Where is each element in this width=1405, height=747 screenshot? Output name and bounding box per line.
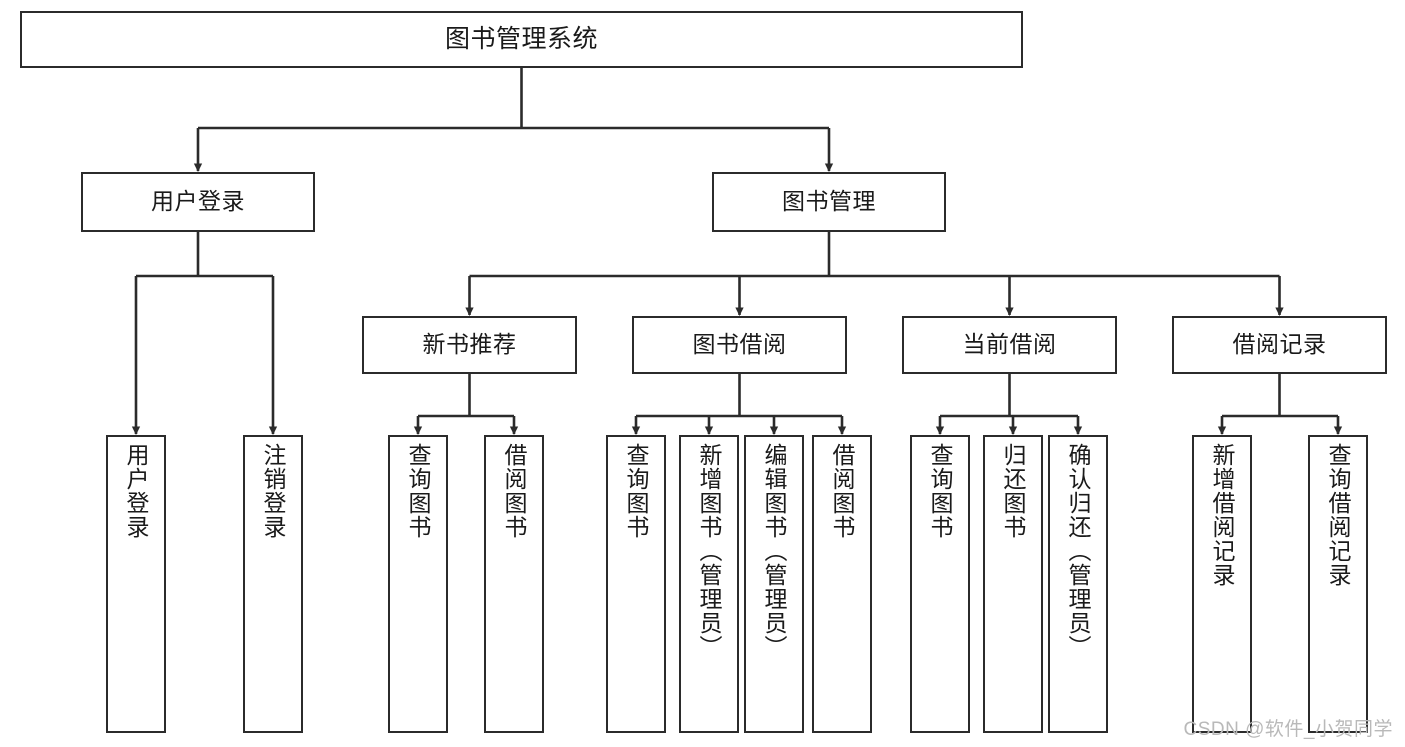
node-add-borrow-record[interactable]: 新增借阅记录 (1192, 435, 1252, 733)
node-borrow-book-2[interactable]: 借阅图书 (812, 435, 872, 733)
node-new-book-recommend[interactable]: 新书推荐 (362, 316, 577, 374)
node-add-book[interactable]: 新增图书（管理员） (679, 435, 739, 733)
node-query-borrow-record[interactable]: 查询借阅记录 (1308, 435, 1368, 733)
node-confirm-return[interactable]: 确认归还（管理员） (1048, 435, 1108, 733)
node-label-book-borrow: 图书借阅 (692, 331, 787, 358)
node-query-book-2[interactable]: 查询图书 (606, 435, 666, 733)
node-label-add-book: 新增图书（管理员） (696, 443, 723, 659)
node-borrow-record[interactable]: 借阅记录 (1172, 316, 1387, 374)
node-label-add-borrow-record: 新增借阅记录 (1209, 443, 1236, 587)
node-label-confirm-return: 确认归还（管理员） (1065, 443, 1092, 659)
node-label-borrow-record: 借阅记录 (1232, 331, 1327, 358)
node-label-logout-leaf: 注销登录 (260, 443, 287, 539)
node-borrow-book-1[interactable]: 借阅图书 (484, 435, 544, 733)
node-label-borrow-book-2: 借阅图书 (829, 443, 856, 539)
node-label-book-management: 图书管理 (782, 188, 876, 215)
node-return-book[interactable]: 归还图书 (983, 435, 1043, 733)
node-label-borrow-book-1: 借阅图书 (501, 443, 528, 539)
watermark: CSDN @软件_小贺同学 (1183, 719, 1393, 740)
node-user-login-leaf[interactable]: 用户登录 (106, 435, 166, 733)
node-label-query-book-3: 查询图书 (927, 443, 954, 539)
node-label-user-login-leaf: 用户登录 (123, 443, 150, 539)
node-label-query-book-2: 查询图书 (623, 443, 650, 539)
node-label-new-book-recommend: 新书推荐 (422, 331, 517, 358)
node-label-root: 图书管理系统 (444, 24, 598, 53)
node-root[interactable]: 图书管理系统 (20, 11, 1023, 68)
node-logout-leaf[interactable]: 注销登录 (243, 435, 303, 733)
node-label-edit-book: 编辑图书（管理员） (761, 443, 788, 659)
node-edit-book[interactable]: 编辑图书（管理员） (744, 435, 804, 733)
node-user-login[interactable]: 用户登录 (81, 172, 315, 232)
node-label-user-login: 用户登录 (151, 188, 245, 215)
node-label-current-borrow: 当前借阅 (962, 331, 1057, 358)
node-label-return-book: 归还图书 (1000, 443, 1027, 539)
node-query-book-3[interactable]: 查询图书 (910, 435, 970, 733)
node-current-borrow[interactable]: 当前借阅 (902, 316, 1117, 374)
node-query-book-1[interactable]: 查询图书 (388, 435, 448, 733)
node-label-query-book-1: 查询图书 (405, 443, 432, 539)
node-book-borrow[interactable]: 图书借阅 (632, 316, 847, 374)
node-label-query-borrow-record: 查询借阅记录 (1325, 443, 1352, 587)
node-book-management[interactable]: 图书管理 (712, 172, 946, 232)
